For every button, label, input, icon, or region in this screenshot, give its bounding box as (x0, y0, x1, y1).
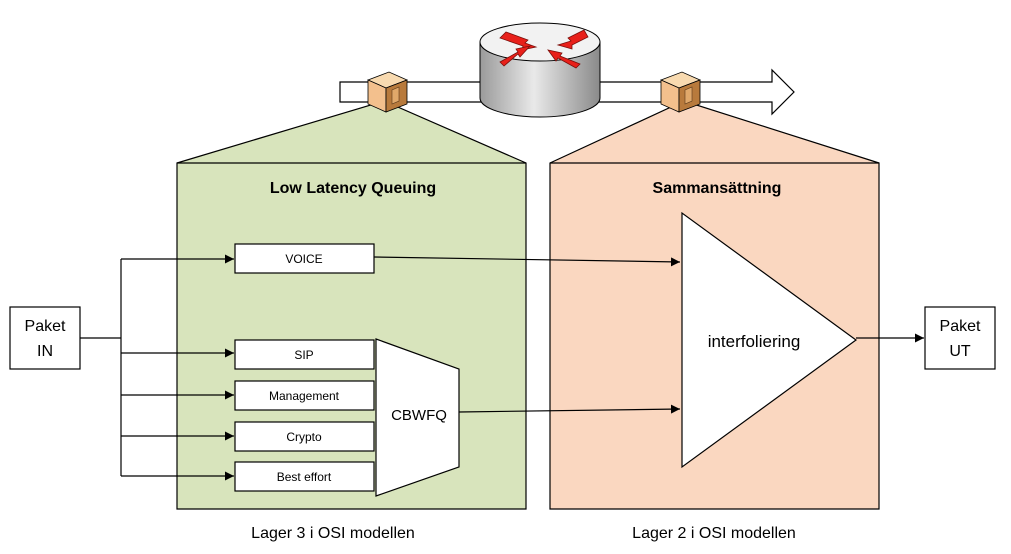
cbwfq-scheduler (375, 338, 460, 497)
packet-out-box (924, 306, 996, 370)
voice-queue (234, 243, 375, 274)
sammansattning-title: Sammansättning (653, 180, 782, 197)
management-queue (234, 380, 375, 411)
voice-queue-label: VOICE (285, 252, 322, 266)
sip-queue (234, 339, 375, 370)
packet-in-label-line2: IN (37, 343, 53, 360)
cbwfq-label: CBWFQ (391, 407, 447, 424)
layer2-caption: Lager 2 i OSI modellen (632, 525, 796, 542)
layer3-caption: Lager 3 i OSI modellen (251, 525, 415, 542)
low-latency-queuing-title: Low Latency Queuing (270, 180, 436, 197)
sip-queue-label: SIP (294, 348, 313, 362)
classifier-connector (80, 254, 234, 481)
package-icon (366, 71, 409, 113)
interleaver-triangle (681, 211, 858, 469)
package-icon (659, 71, 702, 113)
best-effort-queue-label: Best effort (277, 470, 332, 484)
packet-out-label-line1: Paket (940, 318, 981, 335)
management-queue-label: Management (269, 389, 340, 403)
best-effort-queue (234, 461, 375, 492)
flow-connectors (373, 256, 924, 414)
router-icon (479, 22, 601, 118)
crypto-queue (234, 421, 375, 452)
packet-out-label-line2: UT (949, 343, 971, 360)
packet-in-box (9, 306, 81, 370)
crypto-queue-label: Crypto (286, 430, 322, 444)
packet-in-label-line1: Paket (25, 318, 66, 335)
interleaver-label: interfoliering (708, 332, 801, 351)
